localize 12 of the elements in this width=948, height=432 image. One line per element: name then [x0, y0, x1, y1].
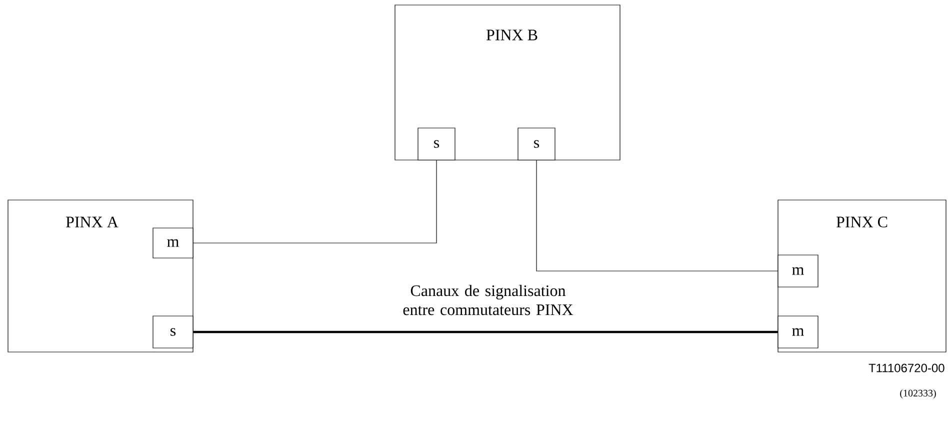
- port-box: s: [152, 316, 194, 348]
- port-box: m: [778, 254, 818, 288]
- port-box: m: [778, 316, 818, 348]
- edge-label: Canaux de signalisation entre commutateurs PINX: [403, 284, 574, 316]
- figure-number: (102333): [900, 389, 936, 399]
- connector-line: [193, 330, 778, 334]
- port-box: m: [152, 228, 194, 258]
- connector-line: [536, 160, 778, 272]
- connector-line: [193, 160, 437, 244]
- port-box: s: [518, 128, 556, 160]
- port-box: s: [418, 128, 456, 160]
- figure-number: T11106720-00: [868, 364, 944, 372]
